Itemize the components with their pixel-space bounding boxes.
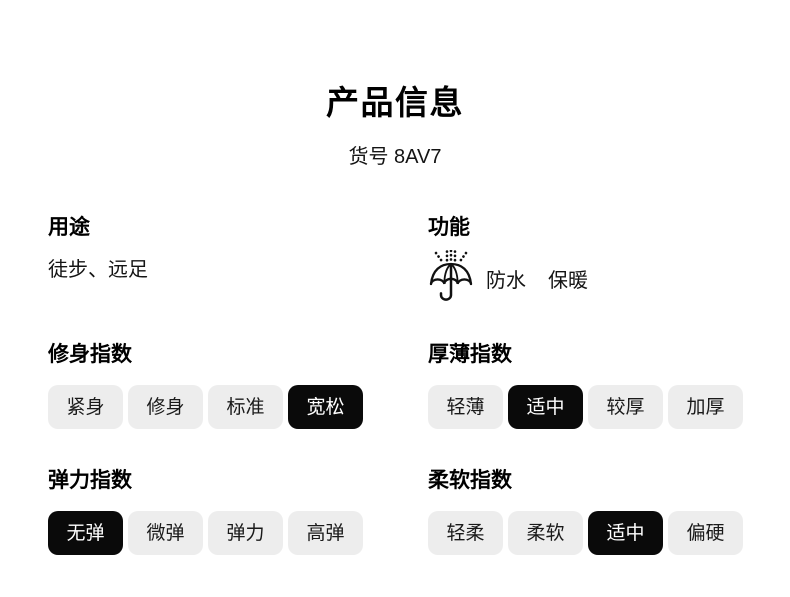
fit-title: 修身指数 [48, 343, 132, 366]
features-row: 防水 保暖 [428, 250, 770, 307]
umbrella-rain-icon [428, 250, 474, 307]
usage-title: 用途 [48, 216, 90, 239]
feature-waterproof: 防水 [486, 270, 526, 293]
thickness-chips: 轻薄 适中 较厚 加厚 [428, 385, 770, 430]
thickness-option-thicker[interactable]: 较厚 [588, 385, 663, 430]
section-features: 功能 [428, 216, 770, 343]
softness-option-gentle[interactable]: 轻柔 [428, 511, 503, 556]
fit-option-slim[interactable]: 修身 [128, 385, 203, 430]
fit-option-loose[interactable]: 宽松 [288, 385, 363, 430]
fit-option-tight[interactable]: 紧身 [48, 385, 123, 430]
product-code: 货号 8AV7 [348, 146, 442, 168]
elasticity-title: 弹力指数 [48, 469, 132, 492]
elasticity-option-none[interactable]: 无弹 [48, 511, 123, 556]
page-title: 产品信息 [326, 84, 464, 121]
section-elasticity: 弹力指数 无弹 微弹 弹力 高弹 [48, 469, 428, 556]
header: 产品信息 货号 8AV7 [0, 0, 790, 169]
thickness-option-medium[interactable]: 适中 [508, 385, 583, 430]
fit-option-standard[interactable]: 标准 [208, 385, 283, 430]
feature-warm: 保暖 [548, 270, 588, 293]
info-grid: 用途 徒步、远足 功能 [0, 216, 790, 556]
section-fit: 修身指数 紧身 修身 标准 宽松 [48, 343, 428, 469]
softness-option-medium[interactable]: 适中 [588, 511, 663, 556]
softness-title: 柔软指数 [428, 469, 512, 492]
section-usage: 用途 徒步、远足 [48, 216, 428, 343]
thickness-option-thin[interactable]: 轻薄 [428, 385, 503, 430]
thickness-option-thick[interactable]: 加厚 [668, 385, 743, 430]
softness-option-hard[interactable]: 偏硬 [668, 511, 743, 556]
usage-value: 徒步、远足 [48, 259, 148, 282]
features-title: 功能 [428, 216, 470, 239]
fit-chips: 紧身 修身 标准 宽松 [48, 385, 428, 430]
elasticity-option-high[interactable]: 高弹 [288, 511, 363, 556]
section-softness: 柔软指数 轻柔 柔软 适中 偏硬 [428, 469, 770, 556]
elasticity-option-slight[interactable]: 微弹 [128, 511, 203, 556]
elasticity-option-elastic[interactable]: 弹力 [208, 511, 283, 556]
section-thickness: 厚薄指数 轻薄 适中 较厚 加厚 [428, 343, 770, 469]
softness-option-soft[interactable]: 柔软 [508, 511, 583, 556]
thickness-title: 厚薄指数 [428, 343, 512, 366]
softness-chips: 轻柔 柔软 适中 偏硬 [428, 511, 770, 556]
elasticity-chips: 无弹 微弹 弹力 高弹 [48, 511, 428, 556]
